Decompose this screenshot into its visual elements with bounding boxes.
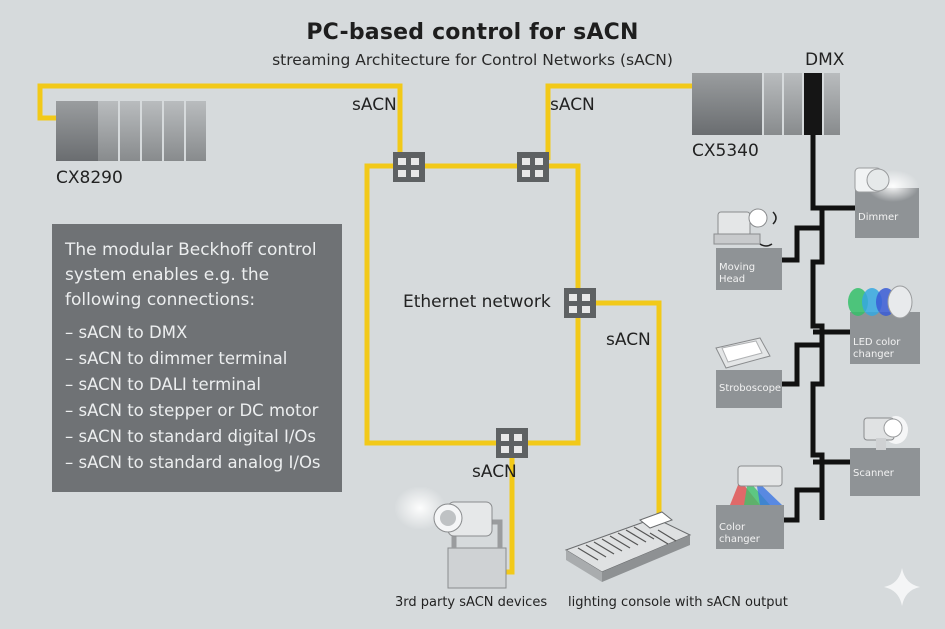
scanner-fixture-image [863,416,908,450]
ethernet-ring [364,163,581,446]
lighting-console-image [564,511,692,582]
info-intro: The modular Beckhoff control system enab… [65,240,317,310]
moving-head-fixture-image [713,208,777,247]
sacn-cable-cx8290 [37,83,403,160]
dimmer-fixture-image [854,167,919,202]
card-color-changer [716,505,784,549]
dmx-branch-strobe [780,342,822,387]
card-moving-head [716,248,782,290]
sacn-cable-third-party [505,443,515,575]
hub-right [564,288,596,318]
diagram-title: PC-based control for sACN [306,20,639,45]
sparkle-icon [884,568,920,606]
info-item: – sACN to DMX [65,323,188,342]
diagram-subtitle: streaming Architecture for Control Netwo… [272,51,673,69]
dmx-cables [780,135,855,523]
dmx-label: DMX [805,50,845,70]
led-color-changer-fixture-image [848,285,913,319]
moving-head-label: Moving Head [719,262,756,285]
color-changer-fixture-image [730,465,783,505]
info-list: – sACN to DMX – sACN to dimmer terminal … [65,320,332,476]
third-party-label: 3rd party sACN devices [395,595,548,610]
stroboscope-label: Stroboscope [719,383,782,394]
card-scanner [850,448,920,496]
info-box: The modular Beckhoff control system enab… [52,224,342,492]
info-item: – sACN to DALI terminal [65,375,261,394]
info-item: – sACN to stepper or DC motor [65,401,319,420]
color-changer-label: Color changer [719,522,760,545]
dmx-branch-moving-head [780,225,822,263]
ethernet-network-label: Ethernet network [403,292,551,312]
cx8290-device [56,101,206,161]
info-item: – sACN to standard analog I/Os [65,453,321,472]
sacn-label-top-right: sACN [550,95,595,115]
stroboscope-fixture-image [715,337,771,369]
led-color-changer-label: LED color changer [853,337,901,360]
sacn-label-top-left: sACN [352,95,397,115]
card-strobe [716,370,782,408]
hub-bottom [496,428,528,458]
dimmer-label: Dimmer [858,212,899,223]
console-label: lighting console with sACN output [568,595,788,610]
sacn-cable-cx5340 [545,83,697,160]
info-item: – sACN to standard digital I/Os [65,427,316,446]
cx8290-label: CX8290 [56,168,123,188]
dmx-branch-color-changer [780,487,822,523]
hub-top-left [393,152,425,182]
card-led [850,312,920,364]
sacn-label-bottom: sACN [472,462,517,482]
network-hubs [393,152,596,458]
sacn-label-right: sACN [606,330,651,350]
cx5340-label: CX5340 [692,141,759,161]
third-party-device-image [394,486,507,589]
scanner-label: Scanner [853,468,894,479]
dmx-device-cards [716,188,920,549]
hub-top-right [517,152,549,182]
info-item: – sACN to dimmer terminal [65,349,288,368]
cx5340-device [692,73,840,135]
